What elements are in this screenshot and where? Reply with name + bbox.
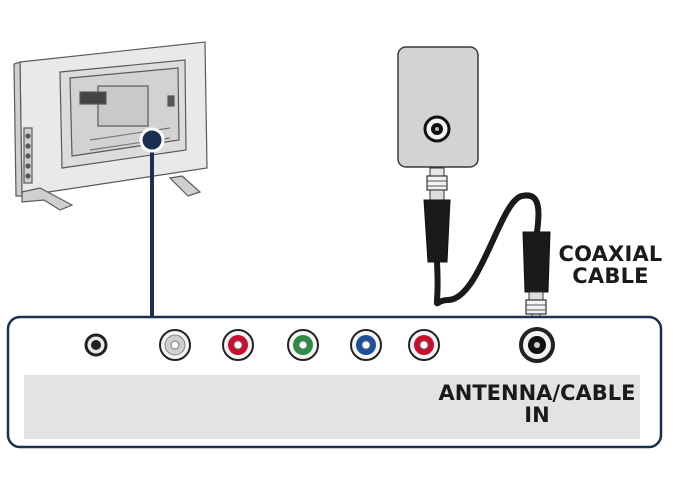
antenna-cable-in-jack bbox=[519, 327, 555, 363]
component-y-jack bbox=[287, 329, 319, 361]
jack-row bbox=[84, 327, 555, 363]
audio-out-jack bbox=[84, 333, 108, 357]
coaxial-cable-label: COAXIAL CABLE bbox=[548, 243, 673, 287]
antenna-label-line2: IN bbox=[524, 403, 550, 428]
antenna-cable-in-label: ANTENNA/CABLE IN bbox=[432, 382, 642, 426]
coaxial-cable bbox=[423, 167, 551, 325]
wall-plate bbox=[397, 46, 479, 168]
component-pb-jack bbox=[350, 329, 382, 361]
coaxial-cable-label-line2: CABLE bbox=[572, 264, 649, 289]
component-pr-jack bbox=[408, 329, 440, 361]
tv-rear-view bbox=[13, 41, 208, 211]
panel-label-strip bbox=[24, 375, 640, 439]
audio-r-jack bbox=[222, 329, 254, 361]
coaxial-cable-label-line1: COAXIAL bbox=[558, 242, 663, 266]
connection-point-marker bbox=[139, 127, 165, 153]
audio-l-jack bbox=[159, 329, 191, 361]
antenna-label-line1: ANTENNA/CABLE bbox=[438, 381, 636, 405]
